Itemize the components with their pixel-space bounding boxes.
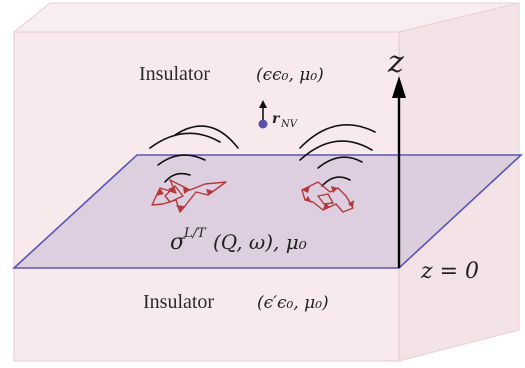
current-loop-right xyxy=(301,181,354,213)
nv-label-subscript: NV xyxy=(280,119,299,130)
current-arrowheads-right xyxy=(302,186,354,210)
z-axis-arrowhead xyxy=(392,76,406,98)
plane-position-label: z = 0 xyxy=(420,259,479,284)
arc-wave-icon xyxy=(149,125,239,183)
z-axis-label: z xyxy=(387,45,404,80)
conductivity-sigma: σ xyxy=(170,230,186,255)
bottom-insulator-word: Insulator xyxy=(143,291,214,313)
nv-label: r xyxy=(272,111,281,127)
top-insulator-params: (ϵϵ₀, μ₀) xyxy=(256,65,324,85)
dot-with-arrow-icon xyxy=(258,100,268,129)
conductivity-args: (Q, ω), μ₀ xyxy=(213,230,307,254)
current-arrowheads-left xyxy=(156,186,214,212)
bottom-insulator-params: (ϵ′ϵ₀, μ₀) xyxy=(257,293,329,313)
conductivity-superscript: L/T xyxy=(183,226,207,241)
arc-wave-icon xyxy=(299,124,376,187)
top-insulator-word: Insulator xyxy=(139,63,210,85)
